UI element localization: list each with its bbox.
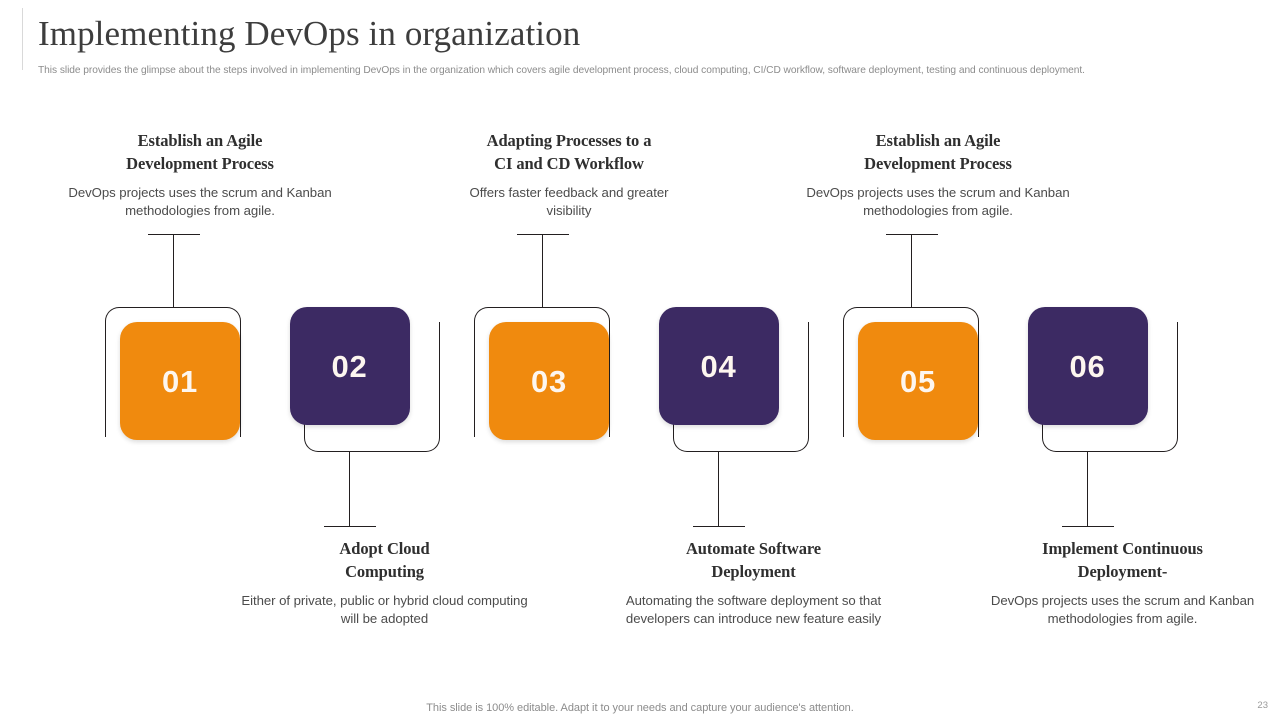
slide-subtitle: This slide provides the glimpse about th… <box>38 65 1085 76</box>
step-number-tile[interactable]: 02 <box>289 307 410 425</box>
step-heading-line1: Implement Continuous <box>1042 539 1203 558</box>
step-number-tile[interactable]: 05 <box>858 322 978 440</box>
step-description: DevOps projects uses the scrum and Kanba… <box>990 592 1255 626</box>
step-label: Adapting Processes to a CI and CD Workflo… <box>404 130 734 220</box>
step-description: Offers faster feedback and greater visib… <box>469 184 669 218</box>
step-heading-line1: Establish an Agile <box>875 131 1001 150</box>
step-heading-line1: Establish an Agile <box>137 131 263 150</box>
step-number-tile[interactable]: 04 <box>658 307 779 425</box>
step-node[interactable]: 02 <box>285 0 485 720</box>
step-heading-line1: Automate Software <box>685 539 821 558</box>
title-accent-rule <box>22 8 23 70</box>
step-node[interactable]: 01 <box>100 0 300 720</box>
step-node[interactable]: 05 <box>838 0 1038 720</box>
step-description: Automating the software deployment so th… <box>625 592 882 626</box>
footer-note: This slide is 100% editable. Adapt it to… <box>426 702 854 714</box>
step-number-tile[interactable]: 01 <box>120 322 240 440</box>
step-number: 02 <box>331 348 368 384</box>
step-heading-line1: Adopt Cloud <box>339 539 430 558</box>
step-node[interactable]: 06 <box>1023 0 1223 720</box>
step-heading: Adapting Processes to a CI and CD Workflo… <box>404 130 734 176</box>
step-description: DevOps projects uses the scrum and Kanba… <box>806 184 1070 218</box>
step-number: 04 <box>700 348 737 384</box>
step-heading-line1: Adapting Processes to a <box>486 131 652 150</box>
step-node[interactable]: 03 <box>469 0 669 720</box>
step-number-tile[interactable]: 03 <box>489 322 609 440</box>
step-number: 01 <box>161 363 199 399</box>
step-node[interactable]: 04 <box>654 0 854 720</box>
step-description: Either of private, public or hybrid clou… <box>241 592 528 626</box>
step-heading-line2: Deployment <box>711 561 796 581</box>
step-heading-line2: Development Process <box>126 153 274 173</box>
page-title: Implementing DevOps in organization <box>38 14 581 53</box>
step-heading-line2: Deployment- <box>1077 561 1168 581</box>
step-heading-line2: Development Process <box>864 153 1012 173</box>
step-number: 05 <box>899 363 937 399</box>
step-number: 03 <box>530 363 568 399</box>
page-number: 23 <box>1257 700 1268 711</box>
step-number: 06 <box>1069 348 1106 384</box>
step-number-tile[interactable]: 06 <box>1027 307 1148 425</box>
step-description: DevOps projects uses the scrum and Kanba… <box>68 184 332 218</box>
step-heading-line2: Computing <box>345 561 424 581</box>
step-heading-line2: CI and CD Workflow <box>494 153 644 173</box>
